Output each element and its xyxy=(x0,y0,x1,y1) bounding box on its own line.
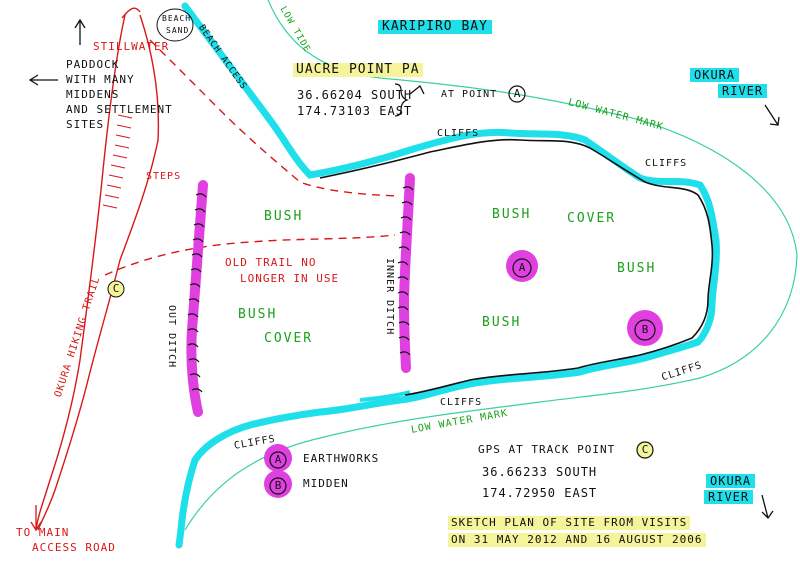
ditch-marks xyxy=(187,186,414,393)
marker-c-label: C xyxy=(112,282,120,295)
headland-outline xyxy=(319,138,714,396)
paddock-line3: MIDDENS xyxy=(66,88,120,101)
marker-c xyxy=(107,280,125,298)
old-trail-line2: LONGER IN USE xyxy=(240,272,340,285)
old-trail-line1: OLD TRAIL NO xyxy=(225,256,317,269)
sketch-note-line2: ON 31 MAY 2012 AND 16 AUGUST 2006 xyxy=(448,533,706,547)
stillwater-label: STILLWATER xyxy=(93,40,170,53)
coords-brace xyxy=(394,83,409,117)
sand-label-2: SAND xyxy=(166,26,190,35)
inner-ditch-label: INNER DITCH xyxy=(384,258,395,336)
to-access-line2: ACCESS ROAD xyxy=(32,541,116,554)
sand-label-1: BEACH xyxy=(162,14,192,23)
cliffs-label-2: CLIFFS xyxy=(645,158,688,169)
legend-b-label: MIDDEN xyxy=(303,477,349,490)
coords-c-lon: 174.72950 EAST xyxy=(482,486,598,500)
paddock-line1: PADDOCK xyxy=(66,58,120,71)
out-ditch-label: OUT DITCH xyxy=(166,305,177,369)
bush-5: BUSH xyxy=(238,307,278,322)
legend-b-blob xyxy=(264,470,292,498)
legend-a-ring xyxy=(269,451,287,469)
bush-1: BUSH xyxy=(264,209,304,224)
marker-a-ring xyxy=(512,258,532,278)
arrows xyxy=(28,18,780,532)
bush-3: COVER xyxy=(567,211,617,226)
legend-a-blob xyxy=(264,444,292,472)
coords-c-heading: GPS AT TRACK POINT xyxy=(478,443,616,456)
cliffs-label-4: CLIFFS xyxy=(440,397,483,408)
shoreline-bottom xyxy=(175,396,404,549)
hiking-trail-left xyxy=(35,14,126,531)
low-water-line-top xyxy=(184,0,798,531)
sketch-note-line1: SKETCH PLAN OF SITE FROM VISITS xyxy=(448,516,691,530)
bush-4: BUSH xyxy=(617,261,657,276)
inner-ditch xyxy=(398,173,415,373)
river-bottom-line2: RIVER xyxy=(704,490,754,504)
bush-2: BUSH xyxy=(492,207,532,222)
steps-hatching xyxy=(102,114,133,209)
marker-a-blob xyxy=(506,250,538,282)
marker-b-blob xyxy=(627,310,663,346)
bush-6: COVER xyxy=(264,331,314,346)
legend-a-key: A xyxy=(274,453,282,466)
coords-c-point: C xyxy=(641,443,649,456)
marker-b-ring xyxy=(634,319,656,341)
paddock-line2: WITH MANY xyxy=(66,73,135,86)
track-point-c-ring xyxy=(636,441,654,459)
old-trail xyxy=(104,234,396,276)
coords-c-lat: 36.66233 SOUTH xyxy=(482,465,598,479)
out-ditch xyxy=(186,180,208,417)
river-top-line1: OKURA xyxy=(690,68,740,82)
coords-a-lat: 36.66204 SOUTH xyxy=(297,88,413,102)
site-name: UACRE POINT PA xyxy=(293,63,423,77)
steps-label: STEPS xyxy=(146,171,182,182)
stillwater-loop xyxy=(121,7,141,19)
legend-b-key: B xyxy=(274,479,282,492)
to-access-line1: TO MAIN xyxy=(16,526,70,539)
paddock-line5: SITES xyxy=(66,118,105,131)
beach-access-path xyxy=(149,39,401,197)
coords-a-lon: 174.73103 EAST xyxy=(297,104,413,118)
coords-point-a-ring xyxy=(508,85,526,103)
river-top-line2: RIVER xyxy=(718,84,768,98)
marker-a-label: A xyxy=(518,261,526,274)
cliffs-label-1: CLIFFS xyxy=(437,128,480,139)
marker-b-label: B xyxy=(641,323,649,336)
coords-a-note: AT POINT xyxy=(441,89,498,100)
shoreline-top xyxy=(181,2,720,404)
title: KARIPIRO BAY xyxy=(378,20,492,34)
coords-a-point: A xyxy=(513,87,521,100)
bush-7: BUSH xyxy=(482,315,522,330)
river-bottom-line1: OKURA xyxy=(706,474,756,488)
legend-b-ring xyxy=(269,477,287,495)
legend-a-label: EARTHWORKS xyxy=(303,452,380,465)
sand-oval xyxy=(156,8,194,42)
paddock-line4: AND SETTLEMENT xyxy=(66,103,173,116)
